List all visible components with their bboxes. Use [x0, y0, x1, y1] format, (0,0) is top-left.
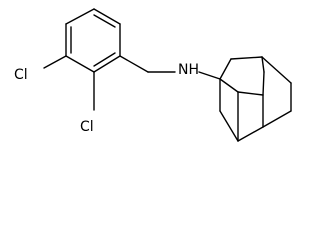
bond-nh-to-adamantyl	[198, 71, 221, 80]
double-bond-inner	[93, 14, 116, 28]
bond-to-chloro-upper	[43, 55, 67, 69]
bond	[219, 78, 239, 93]
bond	[262, 110, 292, 128]
bond	[93, 8, 121, 25]
bond	[237, 126, 264, 142]
molecule-structure: Cl Cl NH	[14, 8, 292, 142]
chloro-lower-label: Cl	[80, 119, 94, 135]
benzene-ring	[65, 8, 121, 73]
bond	[65, 8, 95, 25]
bond	[219, 58, 232, 80]
bond	[261, 56, 265, 73]
bond	[262, 71, 265, 96]
bond	[237, 91, 264, 96]
bond	[65, 55, 95, 73]
bond	[230, 56, 263, 60]
chloro-upper-label: Cl	[14, 67, 28, 83]
bond	[93, 55, 121, 73]
amine-label: NH	[178, 62, 199, 78]
double-bond-inner	[93, 52, 116, 67]
bond	[261, 56, 292, 84]
bond-ring-to-ch2	[119, 55, 149, 73]
bond	[219, 110, 239, 142]
adamantane-cage	[219, 56, 292, 142]
